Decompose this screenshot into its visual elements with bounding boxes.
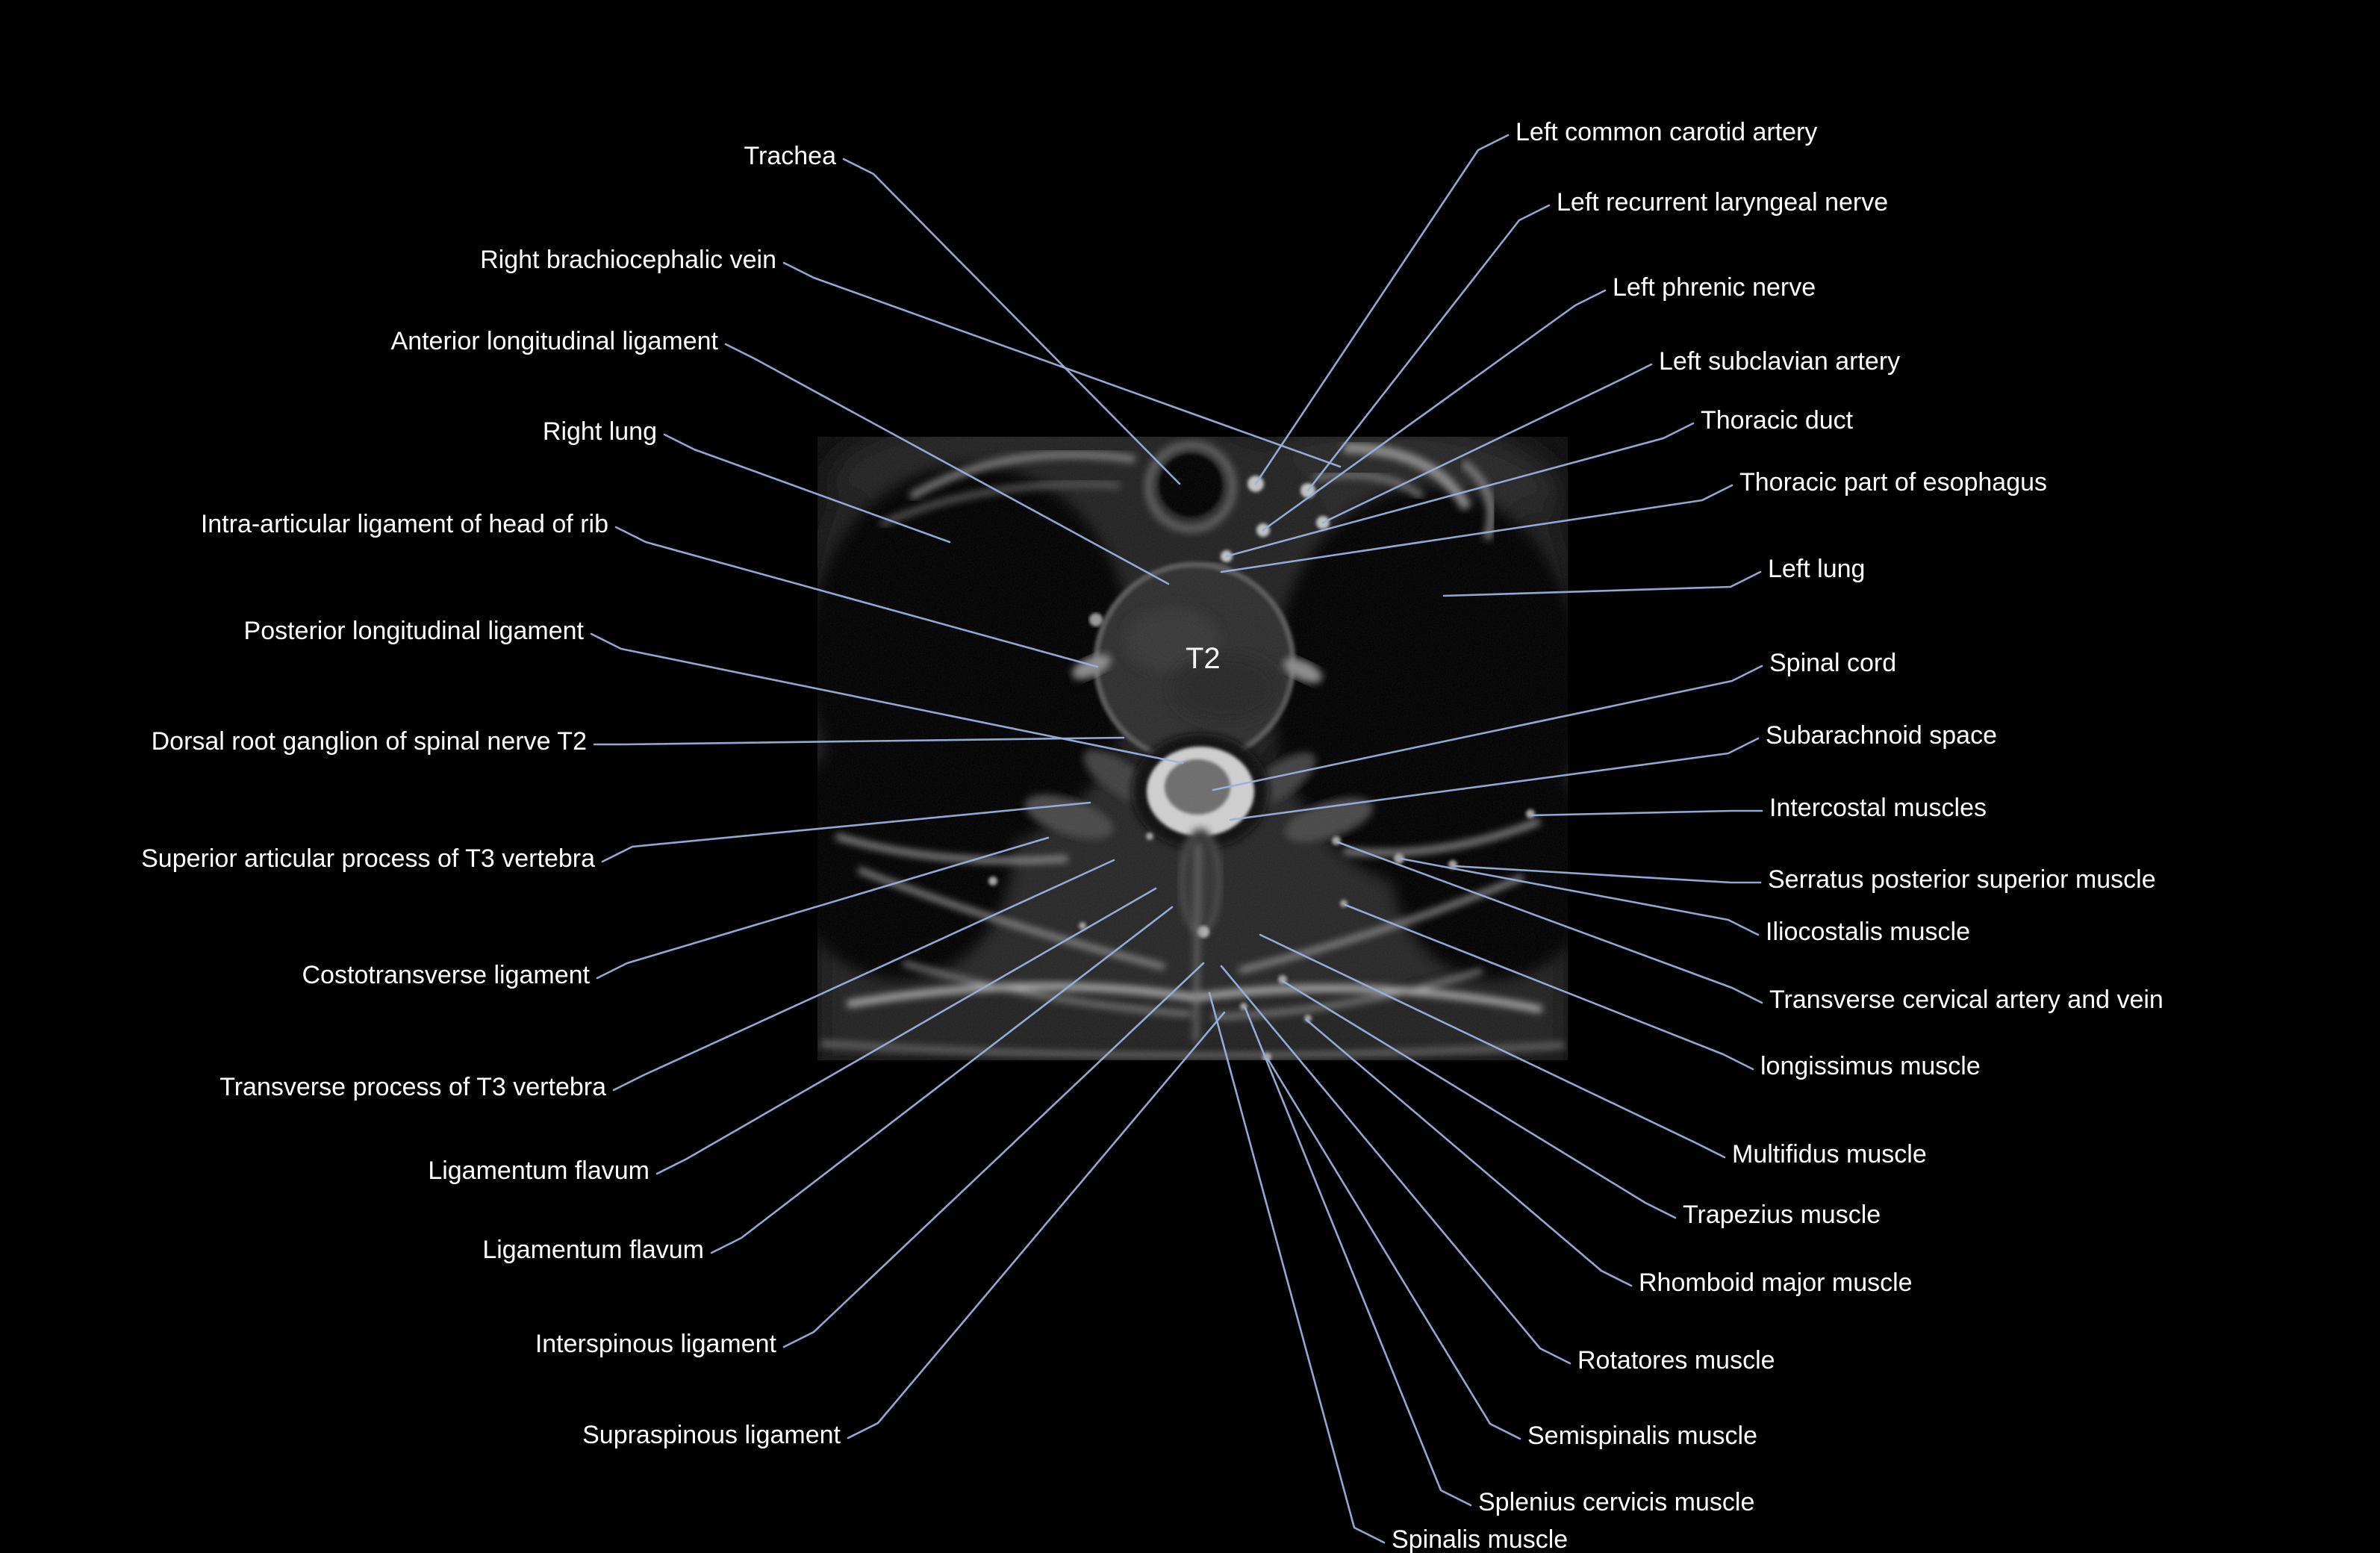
anatomy-label: Ligamentum flavum xyxy=(428,1157,649,1185)
leader-line xyxy=(596,836,1050,980)
leader-line xyxy=(1344,903,1754,1071)
leader-line xyxy=(847,1011,1226,1440)
leader-line xyxy=(1262,289,1607,532)
leader-line xyxy=(612,859,1115,1092)
leader-line xyxy=(710,906,1174,1254)
leader-line xyxy=(1212,665,1763,791)
anatomy-label: Left phrenic nerve xyxy=(1613,273,1816,302)
anatomy-label: Spinal cord xyxy=(1769,649,1897,677)
anatomy-label: Superior articular process of T3 vertebr… xyxy=(141,844,595,873)
anatomy-label: Right lung xyxy=(542,417,657,446)
anatomy-label: Transverse cervical artery and vein xyxy=(1769,986,2164,1014)
leader-line xyxy=(590,632,1184,765)
leader-line xyxy=(1266,1057,1521,1440)
anatomy-label: Posterior longitudinal ligament xyxy=(243,617,584,645)
anatomy-label: Left common carotid artery xyxy=(1515,118,1818,146)
leader-line xyxy=(1442,570,1762,597)
leader-line xyxy=(663,433,951,544)
noise-overlay xyxy=(817,437,1568,1060)
anatomy-label: Thoracic duct xyxy=(1701,406,1854,435)
leader-line xyxy=(1453,865,1762,884)
anatomy-label: Left subclavian artery xyxy=(1659,347,1901,376)
leader-line xyxy=(1281,980,1677,1219)
anatomy-label: Dorsal root ganglion of spinal nerve T2 xyxy=(151,727,587,756)
mri-image: T2 xyxy=(817,437,1568,1060)
anatomy-label: Intercostal muscles xyxy=(1769,794,1987,822)
leader-line xyxy=(782,962,1205,1348)
leader-line xyxy=(724,343,1170,585)
leader-line xyxy=(1306,204,1551,492)
anatomy-label: Multifidus muscle xyxy=(1732,1140,1927,1168)
leader-line xyxy=(614,526,1099,668)
leader-line xyxy=(601,801,1091,863)
leader-line xyxy=(1225,422,1695,558)
anatomy-label: Left recurrent laryngeal nerve xyxy=(1557,188,1889,217)
leader-line xyxy=(1305,1018,1633,1287)
leader-line xyxy=(593,736,1125,746)
anatomy-label: Ligamentum flavum xyxy=(482,1236,704,1264)
leader-line xyxy=(1530,809,1763,817)
anatomy-label: Anterior longitudinal ligament xyxy=(390,327,718,355)
anatomy-label: Left lung xyxy=(1768,555,1866,583)
anatomy-label: Semispinalis muscle xyxy=(1527,1422,1757,1450)
leader-line xyxy=(1336,841,1763,1004)
leader-line xyxy=(1259,933,1726,1159)
anatomy-label: Transverse process of T3 vertebra xyxy=(219,1073,606,1101)
anatomy-label: longissimus muscle xyxy=(1760,1052,1981,1080)
anatomy-label: Spinalis muscle xyxy=(1392,1525,1569,1553)
leader-line xyxy=(1220,965,1571,1365)
anatomy-label: Costotransverse ligament xyxy=(302,961,590,989)
anatomy-label: Serratus posterior superior muscle xyxy=(1768,865,2156,894)
anatomy-label: Iliocostalis muscle xyxy=(1766,918,1970,946)
anatomy-label: Supraspinous ligament xyxy=(582,1421,841,1449)
leader-line xyxy=(1244,1006,1472,1507)
leader-line xyxy=(1254,134,1510,485)
anatomy-label: Right brachiocephalic vein xyxy=(480,246,776,274)
anatomy-label: Splenius cervicis muscle xyxy=(1478,1488,1755,1516)
leader-line xyxy=(1229,737,1760,821)
anatomy-label: Trapezius muscle xyxy=(1683,1201,1881,1229)
anatomy-label: Trachea xyxy=(744,142,836,170)
anatomy-label: Thoracic part of esophagus xyxy=(1739,468,2048,497)
anatomy-label: Intra-articular ligament of head of rib xyxy=(200,510,608,538)
anatomy-label: Subarachnoid space xyxy=(1766,721,1998,750)
leader-line xyxy=(1208,992,1386,1544)
anatomy-label: Interspinous ligament xyxy=(535,1330,776,1358)
leader-line xyxy=(1220,484,1733,573)
anatomy-label: Rhomboid major muscle xyxy=(1639,1269,1913,1297)
leader-line xyxy=(1321,363,1653,524)
leader-line xyxy=(655,887,1157,1175)
vertebra-level-label: T2 xyxy=(1186,642,1221,675)
leader-line xyxy=(842,158,1181,485)
leader-line xyxy=(1399,857,1760,936)
leader-lines-layer xyxy=(590,134,1763,1544)
leader-line xyxy=(782,261,1342,468)
anatomy-label: Rotatores muscle xyxy=(1577,1346,1775,1375)
